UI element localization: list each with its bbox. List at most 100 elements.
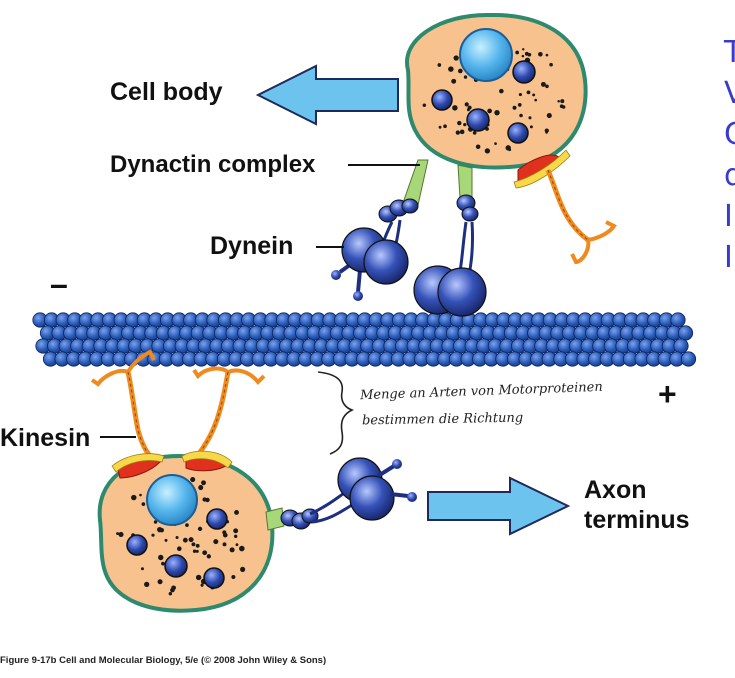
cargo-speck bbox=[494, 109, 500, 116]
cargo-speck bbox=[466, 108, 470, 112]
cargo-speck bbox=[475, 144, 481, 149]
cargo-speck bbox=[141, 502, 146, 506]
handwritten-brace bbox=[317, 371, 355, 455]
cargo-speck bbox=[157, 526, 163, 533]
dynein-motor-bottom bbox=[337, 457, 417, 521]
vesicle-top-4 bbox=[507, 122, 529, 144]
cargo-speck bbox=[464, 102, 469, 107]
arrow-to-axon-terminus bbox=[427, 476, 571, 536]
label-axon-terminus-1: Axon bbox=[584, 476, 647, 504]
cargo-speck bbox=[234, 534, 238, 539]
cargo-speck bbox=[422, 103, 427, 107]
cargo-speck bbox=[131, 494, 137, 501]
label-cell-body: Cell body bbox=[110, 78, 223, 106]
cargo-speck bbox=[235, 543, 239, 547]
kinesin-bottom-right bbox=[192, 366, 266, 460]
handwritten-note-line2: bestimmen die Richtung bbox=[361, 410, 524, 429]
cargo-speck bbox=[239, 545, 245, 552]
tubulin-subunit bbox=[680, 351, 697, 367]
microtubule bbox=[32, 312, 697, 367]
dynein-motor-free bbox=[331, 227, 409, 301]
dynactin-complex-right bbox=[456, 194, 479, 222]
cargo-speck bbox=[463, 122, 467, 127]
cargo-speck bbox=[549, 62, 553, 67]
tubulin-subunit bbox=[673, 338, 689, 354]
cargo-speck bbox=[185, 523, 189, 527]
figure-caption: Figure 9-17b Cell and Molecular Biology,… bbox=[0, 655, 327, 666]
cargo-speck bbox=[188, 537, 194, 543]
cargo-speck bbox=[139, 493, 142, 497]
label-plus-end: + bbox=[658, 376, 677, 412]
cargo-speck bbox=[512, 105, 517, 110]
vesicle-bottom-2 bbox=[126, 534, 148, 556]
cargo-speck bbox=[438, 125, 442, 129]
nucleus-bottom bbox=[146, 474, 198, 526]
cargo-speck bbox=[222, 542, 227, 547]
cargo-speck bbox=[508, 148, 512, 152]
cargo-speck bbox=[195, 574, 202, 581]
cargo-speck bbox=[515, 50, 520, 55]
cargo-speck bbox=[499, 88, 504, 94]
cargo-vesicle-top bbox=[404, 12, 588, 170]
side-text-cropped: T V C d I I bbox=[724, 32, 735, 278]
cargo-speck bbox=[544, 128, 549, 133]
cargo-speck bbox=[529, 125, 533, 129]
cargo-speck bbox=[195, 543, 200, 548]
side-letter: V bbox=[724, 76, 735, 111]
cargo-speck bbox=[545, 53, 549, 57]
cargo-speck bbox=[233, 528, 239, 534]
cargo-speck bbox=[452, 105, 458, 111]
cargo-speck bbox=[213, 539, 219, 545]
label-kinesin: Kinesin bbox=[0, 424, 91, 452]
cargo-speck bbox=[546, 112, 552, 119]
label-axon-terminus-2: terminus bbox=[584, 506, 690, 534]
dynactin-complex-left bbox=[378, 198, 419, 223]
cargo-speck bbox=[175, 535, 179, 539]
dynactin-complex-bottom bbox=[280, 508, 319, 530]
cargo-speck bbox=[451, 78, 457, 84]
cargo-speck bbox=[157, 579, 163, 585]
dynactin-stalk-left bbox=[403, 159, 429, 206]
cargo-speck bbox=[528, 116, 532, 120]
cargo-speck bbox=[190, 477, 196, 483]
kinesin-yellow-bottom-left bbox=[111, 453, 165, 473]
cargo-speck bbox=[158, 554, 164, 561]
cargo-speck bbox=[487, 108, 492, 114]
cargo-speck bbox=[534, 98, 537, 102]
cargo-speck bbox=[522, 48, 525, 51]
cargo-speck bbox=[176, 546, 182, 552]
cargo-speck bbox=[459, 129, 465, 135]
cargo-speck bbox=[197, 526, 203, 532]
cargo-speck bbox=[453, 55, 459, 61]
cargo-speck bbox=[195, 549, 199, 553]
cargo-speck bbox=[494, 142, 497, 145]
nucleus-top bbox=[459, 28, 513, 82]
cargo-speck bbox=[521, 54, 525, 58]
cargo-speck bbox=[201, 480, 206, 486]
cargo-speck bbox=[200, 583, 204, 587]
vesicle-top-3 bbox=[466, 108, 490, 132]
cargo-speck bbox=[559, 104, 564, 109]
cargo-speck bbox=[463, 75, 468, 79]
label-dynein: Dynein bbox=[210, 232, 294, 260]
kinesin-tail-top bbox=[545, 169, 617, 265]
cargo-speck bbox=[458, 68, 463, 74]
arrow-to-cell-body bbox=[255, 64, 399, 126]
side-letter: d bbox=[724, 158, 735, 193]
vesicle-top-1 bbox=[512, 60, 536, 84]
cargo-speck bbox=[526, 90, 531, 95]
cargo-speck bbox=[202, 497, 207, 502]
cargo-vesicle-bottom bbox=[97, 453, 275, 613]
cargo-speck bbox=[437, 63, 442, 67]
cargo-speck bbox=[191, 542, 196, 547]
cargo-speck bbox=[206, 554, 212, 559]
cargo-speck bbox=[545, 84, 549, 89]
cargo-speck bbox=[519, 113, 523, 118]
cargo-speck bbox=[443, 124, 447, 129]
cargo-speck bbox=[151, 533, 155, 537]
cargo-speck bbox=[518, 92, 523, 97]
label-dynactin-complex: Dynactin complex bbox=[110, 151, 316, 178]
kinesin-yellow-bottom-right bbox=[181, 450, 233, 469]
